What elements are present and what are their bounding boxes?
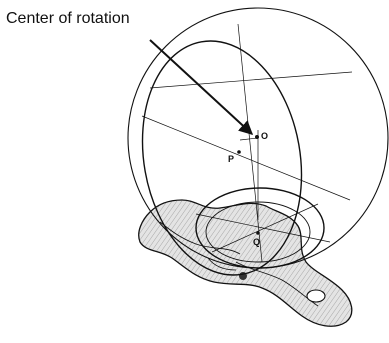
point-o: O bbox=[255, 131, 268, 141]
pelvis-bone bbox=[139, 200, 352, 326]
point-p: P bbox=[228, 150, 241, 164]
point-q-label: Q bbox=[253, 237, 260, 247]
point-o-label: O bbox=[261, 131, 268, 141]
obturator-foramen bbox=[307, 290, 325, 302]
point-p-label: P bbox=[228, 154, 234, 164]
